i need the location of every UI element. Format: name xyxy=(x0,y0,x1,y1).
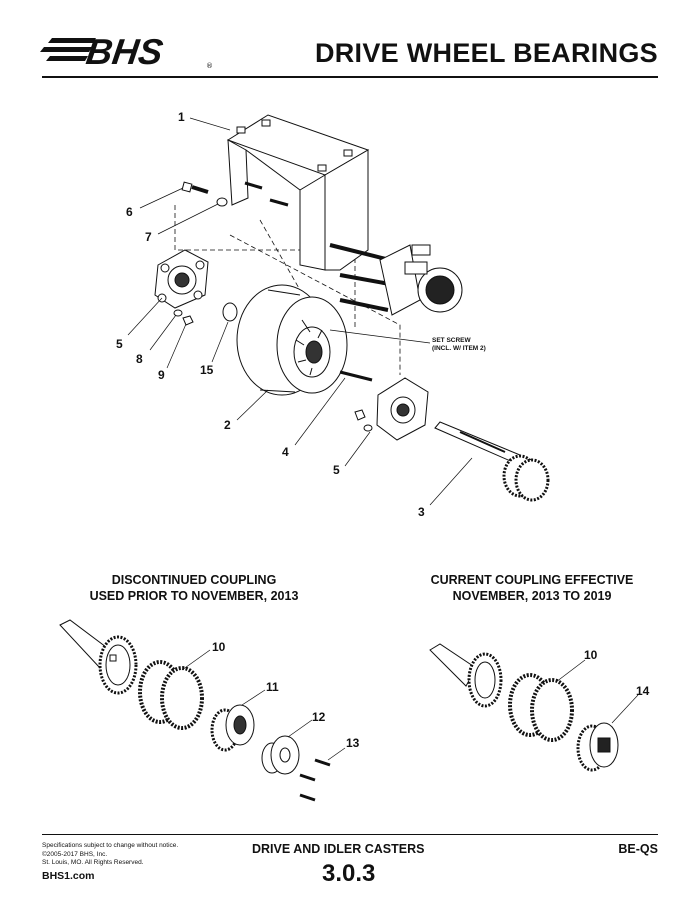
drive-wheel xyxy=(236,284,348,396)
callout-10-left: 10 xyxy=(212,640,226,654)
footer-note-line-1: Specifications subject to change without… xyxy=(42,842,179,849)
callout-12: 12 xyxy=(312,710,326,724)
shaft-key xyxy=(339,370,373,382)
logo-wordmark: BHS xyxy=(84,31,166,72)
callout-5-right: 5 xyxy=(333,463,340,477)
callout-7: 7 xyxy=(145,230,152,244)
footer-website: BHS1.com xyxy=(42,870,95,882)
footer-section-title: DRIVE AND IDLER CASTERS xyxy=(252,842,425,856)
current-heading-line-1: CURRENT COUPLING EFFECTIVE xyxy=(430,573,634,587)
bhs-logo: BHS ® xyxy=(40,31,213,72)
current-heading-line-2: NOVEMBER, 2013 TO 2019 xyxy=(452,589,612,603)
small-hardware xyxy=(173,302,238,326)
set-screw-line-2: (INCL. W/ ITEM 2) xyxy=(432,345,486,352)
callout-1: 1 xyxy=(178,110,185,124)
flange-bearing-right xyxy=(354,377,429,441)
bolt-and-washer xyxy=(181,181,228,207)
drive-shaft xyxy=(434,421,550,502)
current-coupling-assembly xyxy=(429,643,619,772)
callout-13: 13 xyxy=(346,736,360,750)
callout-3: 3 xyxy=(418,505,425,519)
footer-page-number: 3.0.3 xyxy=(322,860,376,887)
speed-lines-icon xyxy=(40,38,96,61)
callout-6: 6 xyxy=(126,205,133,219)
footer-divider xyxy=(42,834,658,835)
header-divider xyxy=(42,76,658,78)
discontinued-coupling-assembly xyxy=(59,619,331,802)
callout-8: 8 xyxy=(136,352,143,366)
callout-15: 15 xyxy=(200,363,214,377)
discontinued-coupling-heading: DISCONTINUED COUPLING USED PRIOR TO NOVE… xyxy=(78,572,310,604)
callout-4: 4 xyxy=(282,445,289,459)
callout-9: 9 xyxy=(158,368,165,382)
flange-bearing-left xyxy=(154,249,209,309)
discontinued-heading-line-2: USED PRIOR TO NOVEMBER, 2013 xyxy=(89,589,299,603)
leader-lines-lower xyxy=(181,649,639,761)
set-screw-line-1: SET SCREW xyxy=(432,337,471,344)
page-title: DRIVE WHEEL BEARINGS xyxy=(314,38,658,68)
footer-legal-notes: Specifications subject to change without… xyxy=(42,842,178,868)
mounting-bracket xyxy=(226,114,370,271)
footer-doc-code: BE-QS xyxy=(618,842,658,856)
callout-5-left: 5 xyxy=(116,337,123,351)
current-coupling-heading: CURRENT COUPLING EFFECTIVE NOVEMBER, 201… xyxy=(412,572,652,604)
callout-14: 14 xyxy=(636,684,650,698)
footer-note-line-3: St. Louis, MO. All Rights Reserved. xyxy=(42,859,144,866)
callout-11: 11 xyxy=(266,680,279,694)
drive-motor xyxy=(329,243,463,316)
set-screw-note: SET SCREW (INCL. W/ ITEM 2) xyxy=(432,337,486,353)
leader-lines-upper xyxy=(127,117,473,506)
registered-mark-icon: ® xyxy=(206,62,213,70)
discontinued-heading-line-1: DISCONTINUED COUPLING xyxy=(111,573,277,587)
callout-2: 2 xyxy=(224,418,231,432)
footer-note-line-2: ©2005-2017 BHS, Inc. xyxy=(42,850,108,858)
callout-10-right: 10 xyxy=(584,648,598,662)
